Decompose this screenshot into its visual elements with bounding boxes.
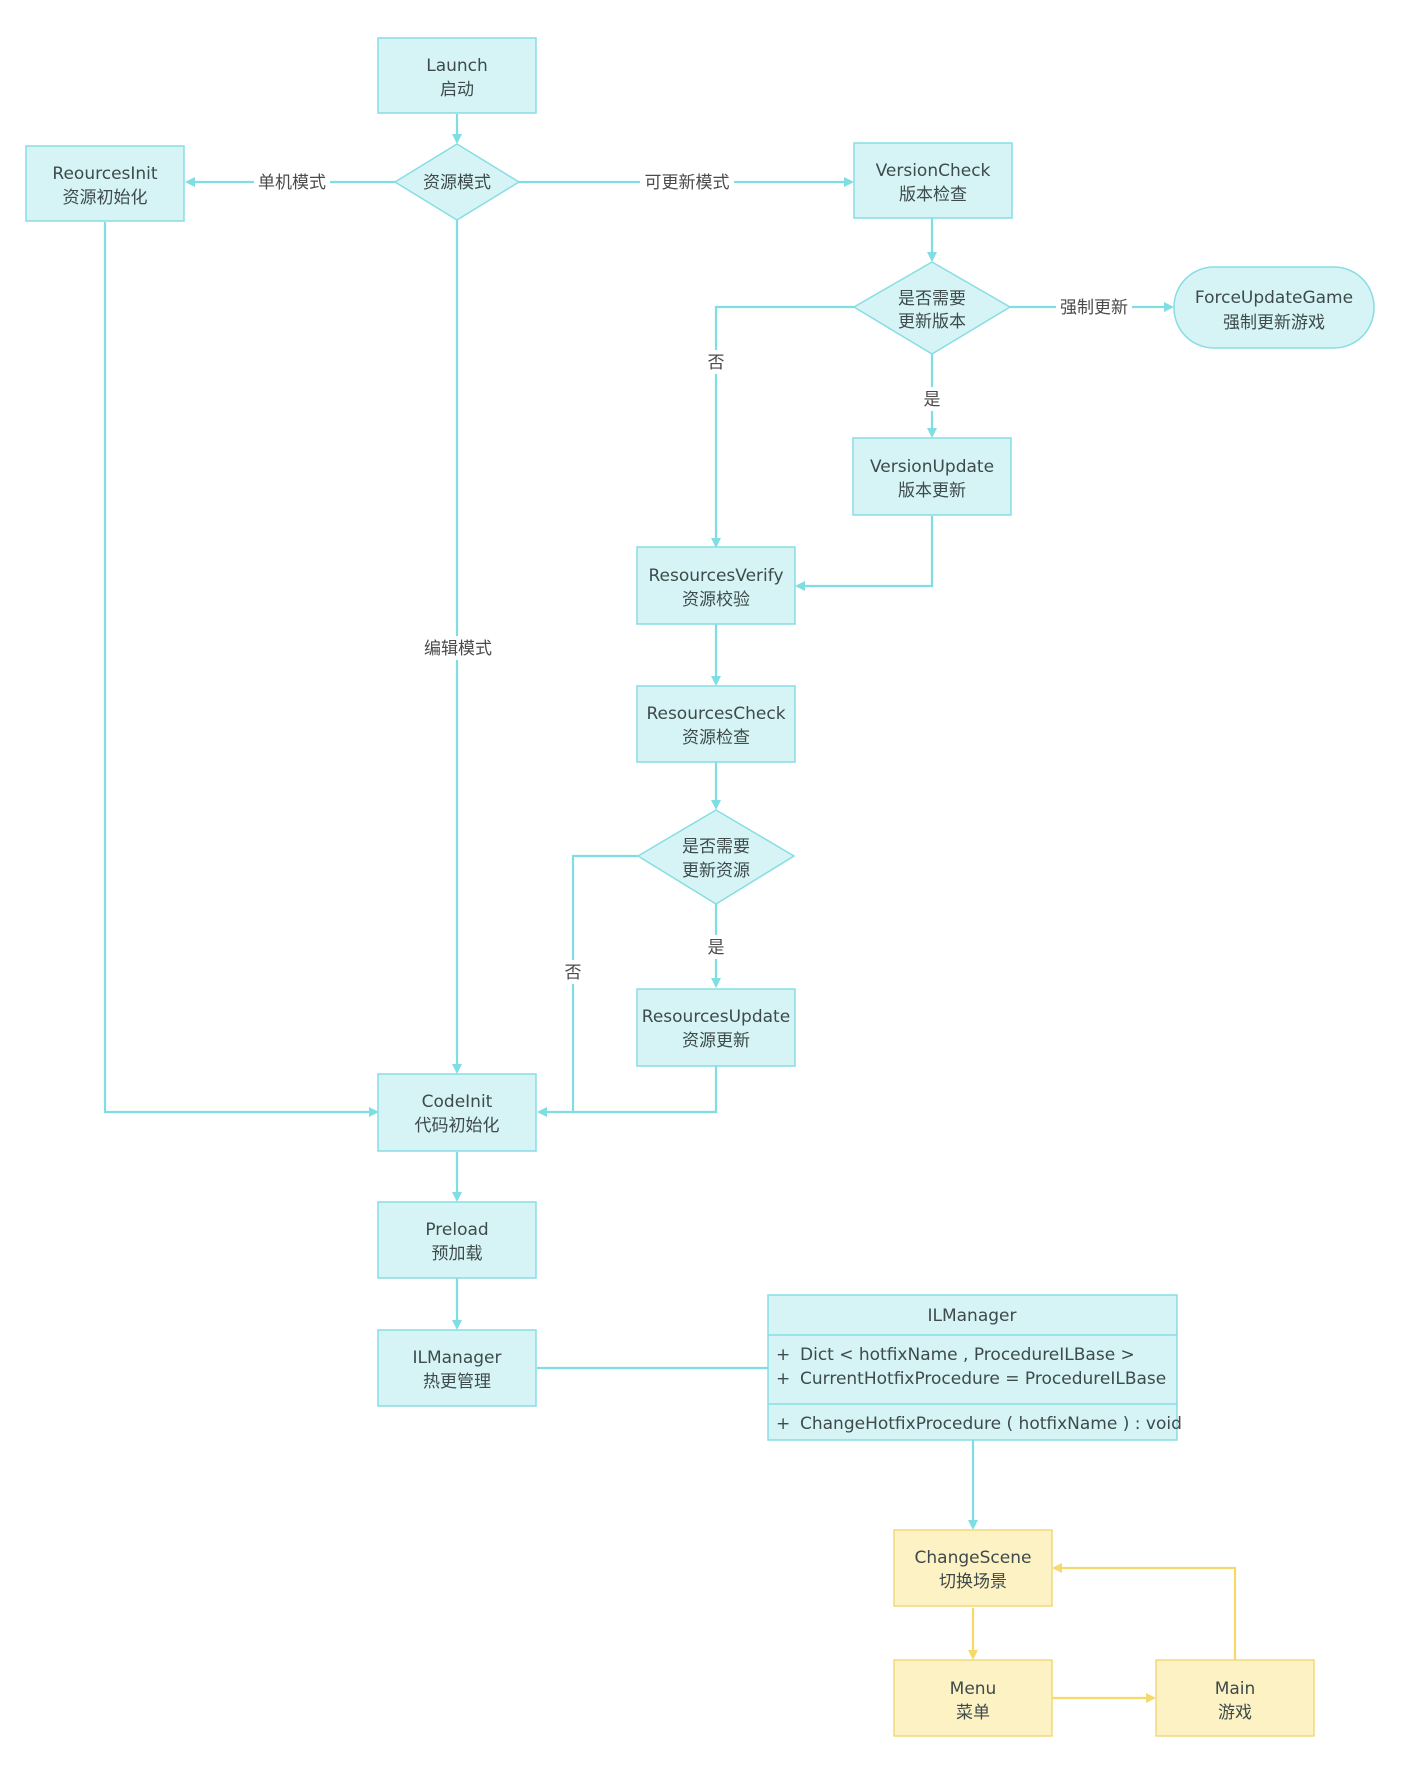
svg-text:CodeInit: CodeInit — [422, 1092, 493, 1112]
svg-text:菜单: 菜单 — [956, 1703, 990, 1723]
svg-text:ResourcesUpdate: ResourcesUpdate — [642, 1007, 790, 1027]
attr-vis-1: + — [776, 1369, 790, 1389]
label-editor: 编辑模式 — [424, 639, 492, 659]
method-0: ChangeHotfixProcedure ( hotfixName ) : v… — [800, 1414, 1182, 1434]
attr-0: Dict < hotfixName , ProcedureILBase > — [800, 1345, 1135, 1365]
edge-main-to-change-scene — [1052, 1563, 1237, 1660]
node-force-update-game: ForceUpdateGame 强制更新游戏 — [1173, 266, 1375, 349]
svg-text:Menu: Menu — [950, 1679, 997, 1699]
label-yes-res: 是 — [708, 938, 725, 958]
svg-text:资源更新: 资源更新 — [682, 1031, 750, 1051]
edge-version-update-to-verify — [795, 516, 934, 591]
svg-text:ILManager: ILManager — [412, 1348, 501, 1368]
svg-text:资源校验: 资源校验 — [682, 590, 750, 610]
node-main: Main 游戏 — [1155, 1659, 1315, 1737]
node-version-check: VersionCheck 版本检查 — [853, 142, 1013, 219]
svg-text:资源模式: 资源模式 — [423, 173, 491, 193]
node-hotfix-manager: ILManager 热更管理 — [377, 1329, 537, 1407]
edge-res-update-to-code-init — [573, 1066, 718, 1114]
decision-need-update-version: 是否需要 更新版本 — [852, 261, 1012, 355]
svg-text:更新资源: 更新资源 — [682, 861, 750, 881]
class-title: ILManager — [927, 1306, 1016, 1326]
node-launch: Launch 启动 — [377, 37, 537, 114]
edge-res-decision-no-to-code-init — [537, 854, 638, 1117]
node-menu: Menu 菜单 — [893, 1659, 1053, 1737]
svg-text:Preload: Preload — [425, 1220, 488, 1240]
class-ilmanager: ILManager + Dict < hotfixName , Procedur… — [767, 1294, 1182, 1441]
svg-text:强制更新游戏: 强制更新游戏 — [1223, 313, 1325, 333]
svg-text:游戏: 游戏 — [1218, 1703, 1252, 1723]
svg-text:版本更新: 版本更新 — [898, 481, 966, 501]
node-code-init: CodeInit 代码初始化 — [377, 1073, 537, 1152]
svg-text:资源初始化: 资源初始化 — [63, 188, 148, 208]
svg-text:资源检查: 资源检查 — [682, 728, 750, 748]
label-no-version: 否 — [708, 353, 725, 373]
svg-text:代码初始化: 代码初始化 — [415, 1116, 500, 1136]
svg-text:ChangeScene: ChangeScene — [915, 1548, 1032, 1568]
svg-text:更新版本: 更新版本 — [898, 312, 966, 332]
edge-resources-init-to-code-init — [103, 222, 379, 1117]
decision-resource-mode: 资源模式 — [393, 143, 521, 221]
node-resources-update: ResourcesUpdate 资源更新 — [636, 988, 796, 1067]
attr-1: CurrentHotfixProcedure = ProcedureILBase — [800, 1369, 1166, 1389]
node-resources-check: ResourcesCheck 资源检查 — [636, 685, 796, 763]
svg-text:切换场景: 切换场景 — [939, 1572, 1007, 1592]
svg-text:Launch: Launch — [426, 56, 488, 76]
svg-text:VersionCheck: VersionCheck — [876, 161, 991, 181]
svg-text:ForceUpdateGame: ForceUpdateGame — [1195, 288, 1353, 308]
svg-text:版本检查: 版本检查 — [899, 185, 967, 205]
edges — [103, 114, 1237, 1703]
node-change-scene: ChangeScene 切换场景 — [893, 1529, 1053, 1607]
node-resources-init: ReourcesInit 资源初始化 — [25, 145, 185, 222]
label-force: 强制更新 — [1060, 298, 1128, 318]
label-yes-version: 是 — [924, 390, 941, 410]
svg-text:ResourcesVerify: ResourcesVerify — [648, 566, 783, 586]
decision-need-update-res: 是否需要 更新资源 — [636, 809, 796, 905]
edge-labels: 单机模式 可更新模式 编辑模式 强制更新 否 是 否 是 — [254, 170, 1132, 984]
svg-text:ReourcesInit: ReourcesInit — [52, 164, 157, 184]
node-version-update: VersionUpdate 版本更新 — [852, 437, 1012, 516]
edge-decision-no-to-verify — [711, 305, 854, 548]
node-preload: Preload 预加载 — [377, 1201, 537, 1279]
method-vis-0: + — [776, 1414, 790, 1434]
label-standalone: 单机模式 — [258, 173, 326, 193]
svg-text:VersionUpdate: VersionUpdate — [870, 457, 994, 477]
svg-text:预加载: 预加载 — [432, 1244, 483, 1264]
svg-text:启动: 启动 — [440, 80, 474, 100]
svg-text:热更管理: 热更管理 — [423, 1372, 491, 1392]
svg-text:是否需要: 是否需要 — [898, 289, 966, 309]
svg-text:Main: Main — [1215, 1679, 1256, 1699]
node-resources-verify: ResourcesVerify 资源校验 — [636, 546, 796, 625]
svg-text:是否需要: 是否需要 — [682, 837, 750, 857]
label-no-res: 否 — [565, 963, 582, 983]
label-updatable: 可更新模式 — [645, 173, 730, 193]
svg-text:ResourcesCheck: ResourcesCheck — [646, 704, 785, 724]
attr-vis-0: + — [776, 1345, 790, 1365]
